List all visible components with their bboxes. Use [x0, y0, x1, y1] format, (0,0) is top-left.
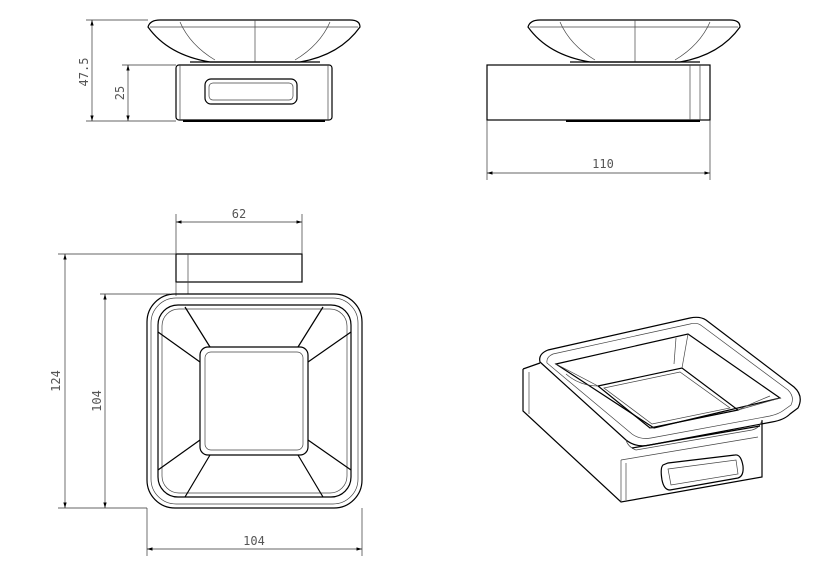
top-view-dimensions: 62 124 104 104: [49, 207, 363, 556]
side-view-dimensions: 110: [486, 120, 711, 180]
isometric-view: [522, 316, 801, 503]
dim-depth: 110: [592, 157, 614, 171]
dim-tray-width: 104: [243, 534, 265, 548]
dim-total-height: 47.5: [77, 58, 91, 87]
front-view: [147, 19, 361, 122]
front-view-dimensions: 47.5 25: [77, 19, 176, 122]
dim-mount-width: 62: [232, 207, 246, 221]
dim-base-height: 25: [113, 86, 127, 100]
dim-tray-depth: 104: [90, 390, 104, 412]
top-view: [146, 253, 363, 509]
dim-overall-depth: 124: [49, 370, 63, 392]
side-view: [486, 19, 741, 122]
